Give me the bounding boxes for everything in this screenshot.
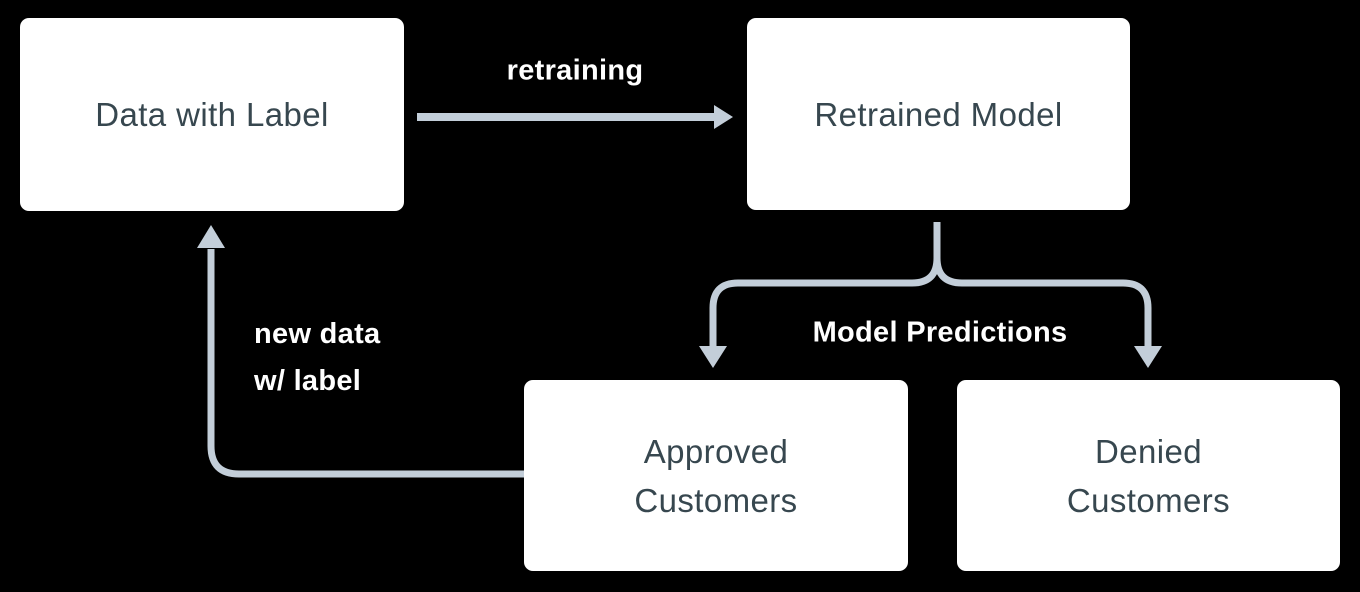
predictions-branch-right-line — [933, 222, 1152, 348]
node-denied-customers-text-line2: Customers — [1066, 481, 1231, 519]
predictions-right-arrowhead-icon — [1134, 346, 1162, 368]
edge-label-new-data: new data w/ label — [254, 311, 381, 405]
predictions-branch-right-arrow — [933, 222, 1162, 368]
node-approved-customers-text-line2: Customers — [634, 481, 798, 519]
node-denied-customers: Denied Customers — [957, 380, 1340, 571]
edge-label-new-data-line1: new data — [254, 318, 381, 350]
edge-label-new-data-line2: w/ label — [254, 365, 362, 397]
edge-label-model-predictions: Model Predictions — [812, 316, 1068, 349]
node-retrained-model: Retrained Model — [747, 18, 1130, 210]
node-denied-customers-text-line1: Denied — [1095, 432, 1202, 470]
retraining-arrowhead-icon — [714, 105, 733, 129]
node-retrained-model-text: Retrained Model — [814, 95, 1063, 133]
node-data-with-label: Data with Label — [20, 18, 404, 211]
node-approved-customers: Approved Customers — [524, 380, 908, 571]
node-approved-customers-text-line1: Approved — [643, 432, 789, 470]
feedback-arrow-line — [207, 249, 526, 478]
predictions-left-arrowhead-icon — [699, 346, 727, 368]
edge-label-retraining: retraining — [506, 54, 644, 87]
node-data-with-label-text: Data with Label — [95, 96, 329, 133]
feedback-arrowhead-icon — [197, 225, 225, 248]
retraining-arrow — [417, 105, 733, 129]
feedback-arrow — [197, 225, 526, 478]
